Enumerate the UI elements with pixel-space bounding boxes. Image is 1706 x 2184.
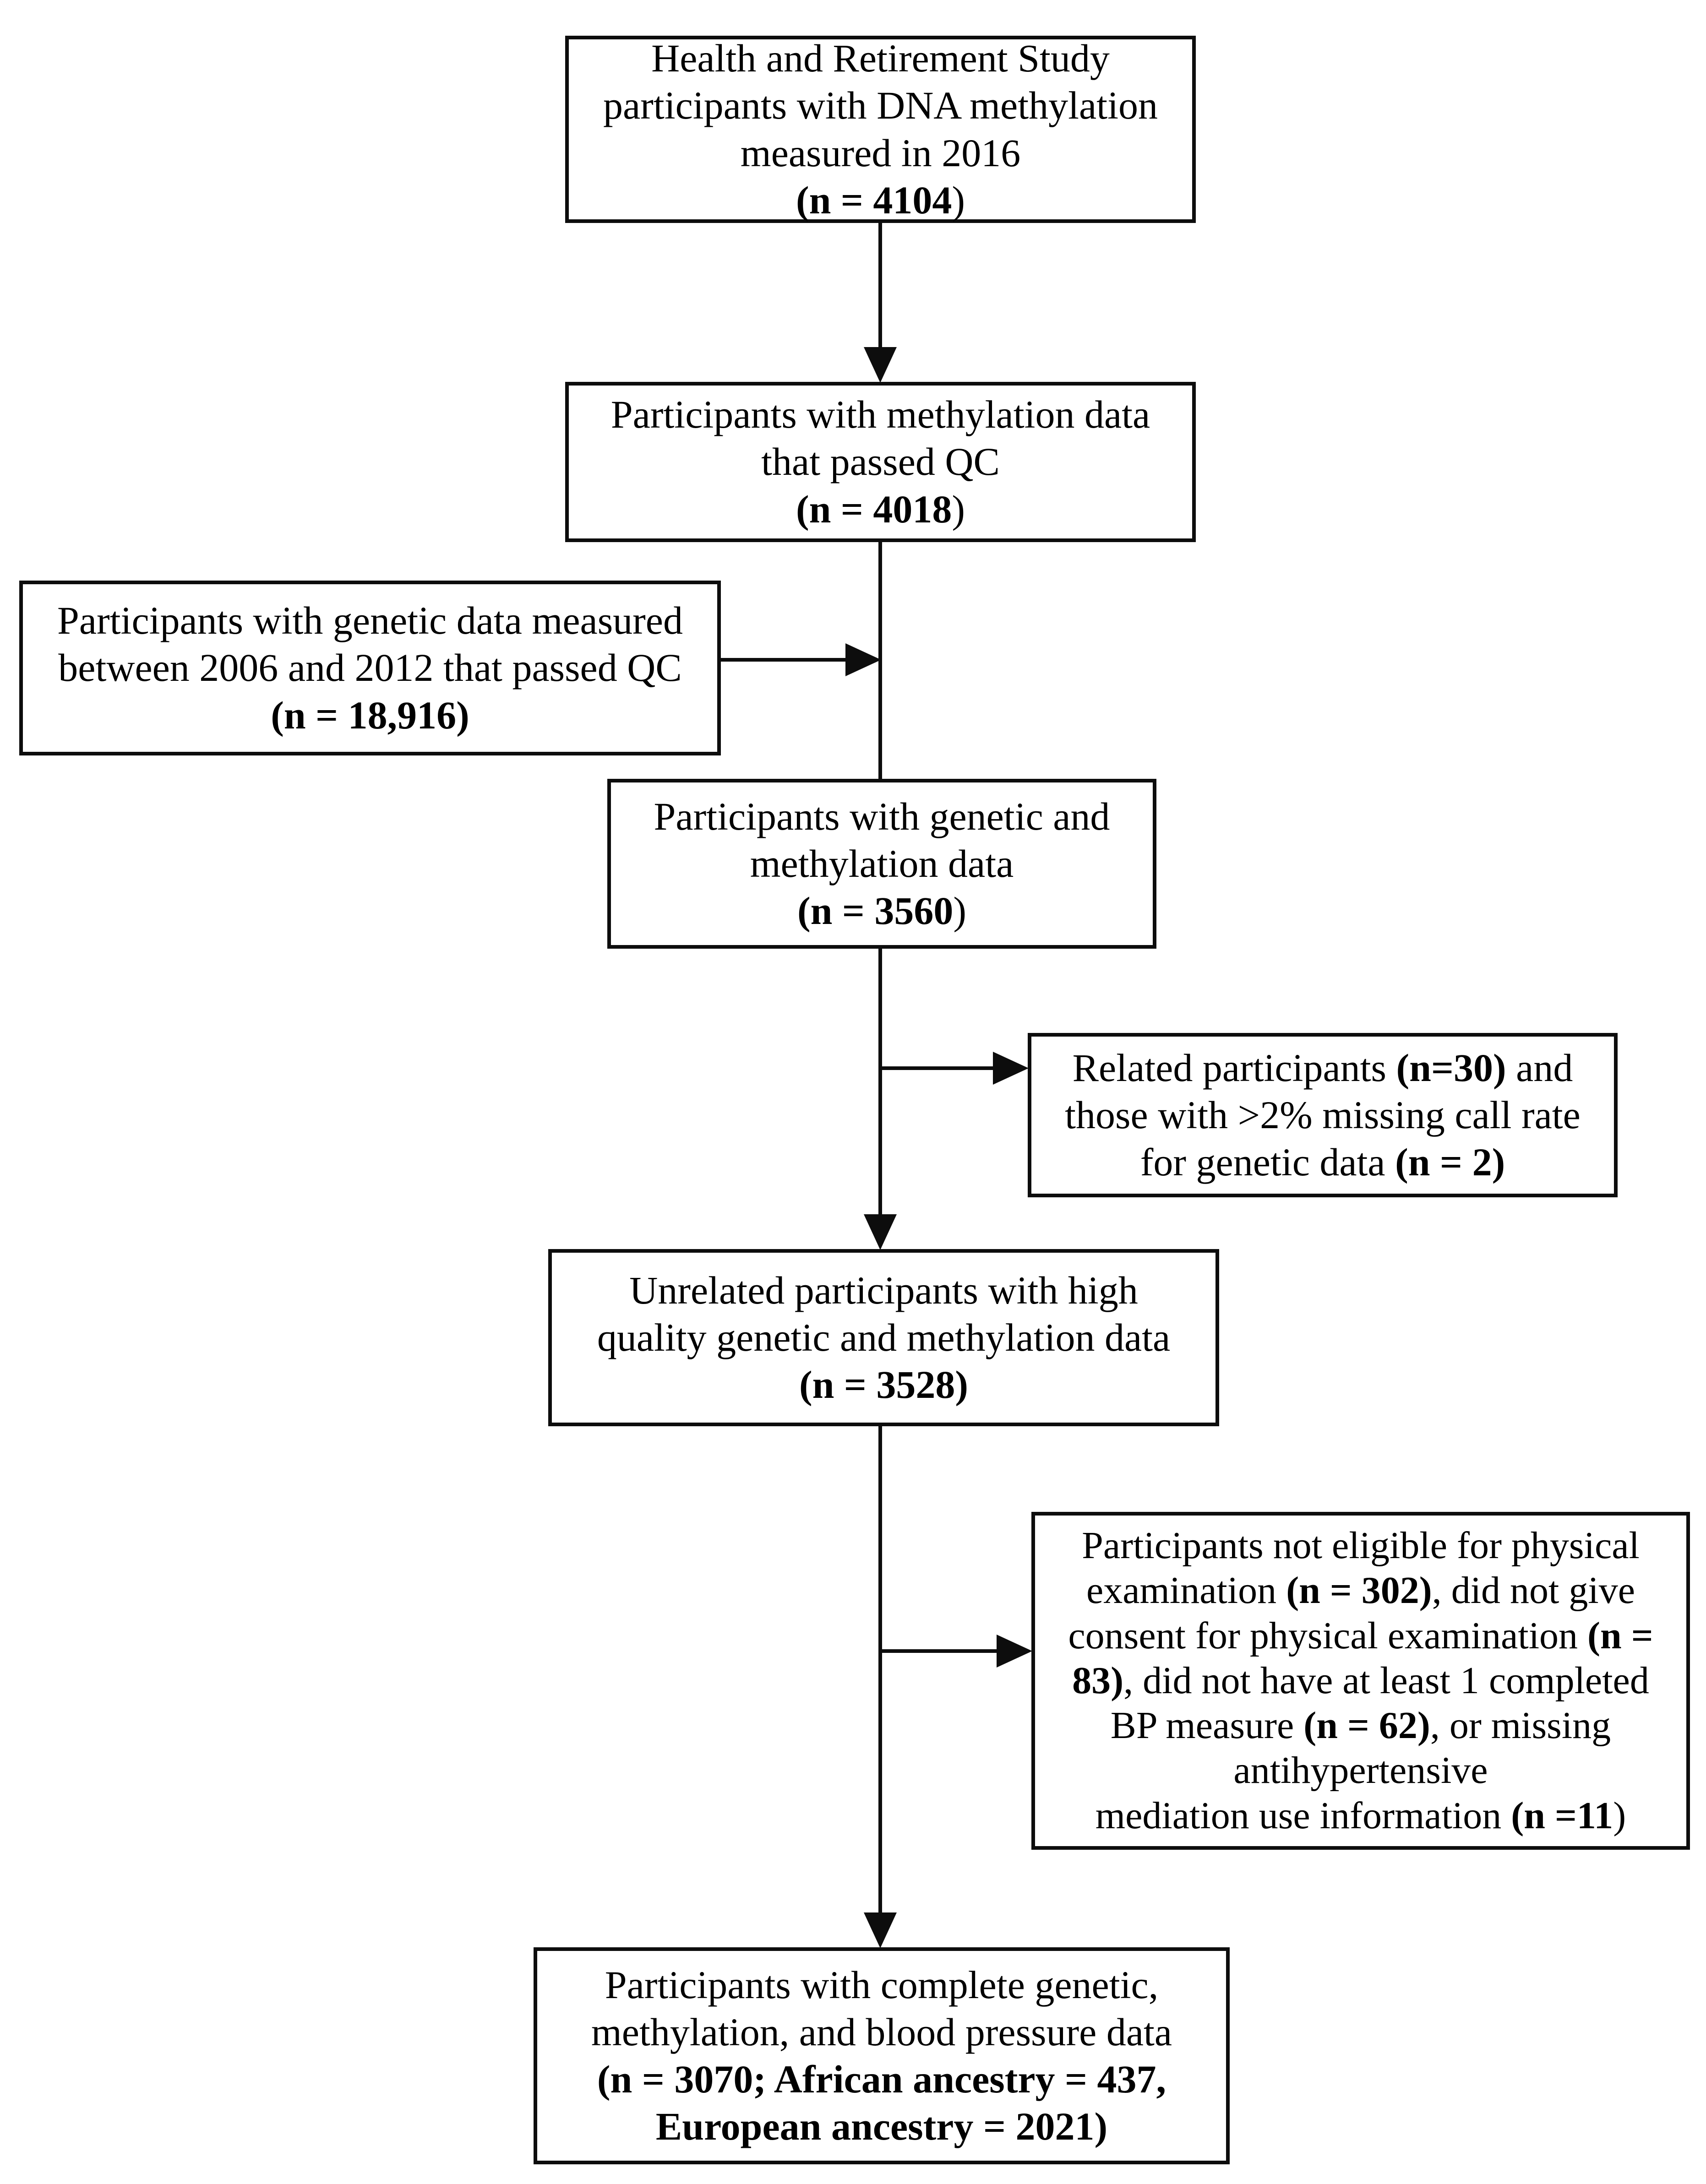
- text-line: (n = 18,916): [271, 693, 469, 737]
- text-line: (n = 3528): [799, 1363, 969, 1407]
- arrowhead-right-into-box5: [993, 1052, 1029, 1085]
- arrowhead-right-into-main-line: [845, 643, 881, 676]
- text-line: examination (n = 302), did not give: [1086, 1569, 1635, 1612]
- text-line: Participants with genetic data measured: [57, 598, 683, 643]
- arrow-line-box6-to-box8: [878, 1426, 882, 1914]
- arrowhead-down-into-box6: [864, 1214, 897, 1250]
- arrow-line-box3-to-main-line: [721, 658, 852, 662]
- text-line: Health and Retirement Study: [651, 36, 1110, 81]
- text-line: Unrelated participants with high: [629, 1268, 1138, 1312]
- box-final-complete-data-sample: Participants with complete genetic,methy…: [534, 1947, 1230, 2164]
- arrow-line-box1-to-box2: [878, 223, 882, 353]
- text-line: measured in 2016: [740, 130, 1021, 175]
- text-line: (n = 4018): [796, 487, 965, 531]
- text-line: Participants with methylation data: [610, 392, 1150, 437]
- text-line: for genetic data (n = 2): [1140, 1140, 1505, 1184]
- text-line: between 2006 and 2012 that passed QC: [58, 646, 682, 690]
- arrowhead-down-into-box8: [864, 1912, 897, 1948]
- text-line: methylation, and blood pressure data: [591, 2010, 1172, 2054]
- arrowhead-down-into-box2: [864, 347, 897, 383]
- text-line: participants with DNA methylation: [603, 83, 1158, 128]
- arrowhead-right-into-box7: [997, 1635, 1032, 1668]
- text-line: quality genetic and methylation data: [597, 1315, 1171, 1359]
- text-line: (n = 3070; African ancestry = 437,: [597, 2057, 1166, 2101]
- text-line: methylation data: [750, 841, 1014, 886]
- text-line: antihypertensive: [1233, 1749, 1488, 1792]
- text-line: mediation use information (n =11): [1095, 1794, 1626, 1837]
- text-line: Participants with complete genetic,: [605, 1962, 1159, 2007]
- text-line: 83), did not have at least 1 completed: [1072, 1659, 1649, 1702]
- arrow-line-box4-to-box6: [878, 949, 882, 1216]
- arrow-line-branch-to-box5: [880, 1066, 995, 1070]
- text-line: consent for physical examination (n =: [1068, 1614, 1653, 1657]
- text-line: that passed QC: [761, 440, 1000, 484]
- text-line: Related participants (n=30) and: [1072, 1045, 1573, 1090]
- text-line: Participants with genetic and: [654, 794, 1110, 838]
- arrow-line-branch-to-box7: [880, 1649, 998, 1653]
- text-line: (n = 4104): [796, 178, 965, 222]
- text-line: (n = 3560): [797, 889, 967, 933]
- text-line: European ancestry = 2021): [655, 2104, 1108, 2149]
- text-line: those with >2% missing call rate: [1065, 1092, 1581, 1137]
- text-line: Participants not eligible for physical: [1082, 1524, 1640, 1567]
- text-line: BP measure (n = 62), or missing: [1110, 1704, 1611, 1747]
